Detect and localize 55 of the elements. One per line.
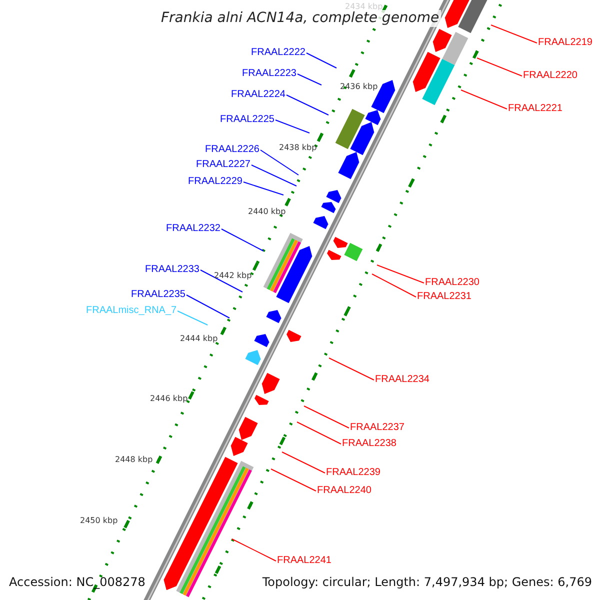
genome-stats-text: Topology: circular; Length: 7,497,934 bp; Genes: 6,769 bbox=[262, 575, 592, 590]
leader-line bbox=[177, 310, 208, 326]
gene-label: FRAAL2219 bbox=[538, 37, 592, 49]
gene-label: FRAAL2230 bbox=[425, 277, 480, 289]
leader-line bbox=[376, 264, 424, 284]
gene-label: FRAAL2223 bbox=[242, 68, 296, 80]
accession-text: Accession: NC_008278 bbox=[9, 575, 146, 590]
scale-label: 2446 kbp bbox=[150, 394, 188, 404]
leader-line bbox=[242, 182, 284, 196]
scale-label: 2442 kbp bbox=[214, 271, 252, 281]
gene-label: FRAAL2222 bbox=[251, 47, 306, 59]
scale-label: 2450 kbp bbox=[80, 516, 118, 526]
gene-label: FRAAL2224 bbox=[231, 89, 286, 101]
leader-line bbox=[186, 294, 230, 318]
gene-label: FRAAL2233 bbox=[145, 264, 200, 276]
scale-label: 2438 kbp bbox=[279, 143, 317, 153]
leader-line bbox=[476, 58, 522, 76]
leader-line bbox=[270, 468, 316, 492]
leader-line bbox=[282, 452, 326, 474]
leader-line bbox=[286, 94, 329, 116]
gene-label: FRAAL2241 bbox=[277, 555, 332, 567]
leader-line bbox=[460, 90, 508, 110]
leader-line bbox=[260, 150, 299, 176]
gene-label: FRAAL2229 bbox=[188, 176, 242, 188]
gene-label: FRAAL2232 bbox=[166, 223, 220, 235]
scale-label: 2440 kbp bbox=[248, 207, 286, 217]
gene-label: FRAAL2234 bbox=[375, 374, 430, 386]
leader-line bbox=[200, 270, 243, 292]
gene-label: FRAAL2238 bbox=[342, 438, 396, 450]
leader-line bbox=[304, 406, 350, 428]
scale-label: 2444 kbp bbox=[180, 334, 218, 344]
gene-label: FRAAL2240 bbox=[317, 485, 372, 497]
gene-label: FRAAL2221 bbox=[508, 103, 562, 115]
leader-line bbox=[490, 24, 538, 44]
gene-label: FRAAL2220 bbox=[523, 70, 578, 82]
gene-label: FRAALmisc_RNA_7 bbox=[86, 305, 177, 317]
gene-label: FRAAL2237 bbox=[350, 422, 404, 434]
leader-line bbox=[250, 164, 297, 186]
scale-label: 2448 kbp bbox=[115, 455, 153, 465]
leader-line bbox=[220, 228, 264, 252]
gene-label: FRAAL2231 bbox=[417, 291, 472, 303]
leader-line bbox=[296, 422, 342, 444]
leader-line bbox=[296, 74, 322, 86]
gene-label: FRAAL2235 bbox=[131, 289, 186, 301]
title: Frankia alni ACN14a, complete genome bbox=[159, 10, 442, 27]
leader-line bbox=[328, 358, 374, 380]
leader-line bbox=[274, 120, 310, 134]
leader-line bbox=[372, 274, 416, 298]
gene-label: FRAAL2225 bbox=[220, 114, 274, 126]
gene-label: FRAAL2227 bbox=[196, 159, 250, 171]
gene-label: FRAAL2239 bbox=[326, 467, 380, 479]
leader-line bbox=[306, 52, 337, 68]
leader-line bbox=[232, 538, 276, 562]
gene-label: FRAAL2226 bbox=[205, 144, 260, 156]
scale-label: 2436 kbp bbox=[340, 82, 378, 92]
